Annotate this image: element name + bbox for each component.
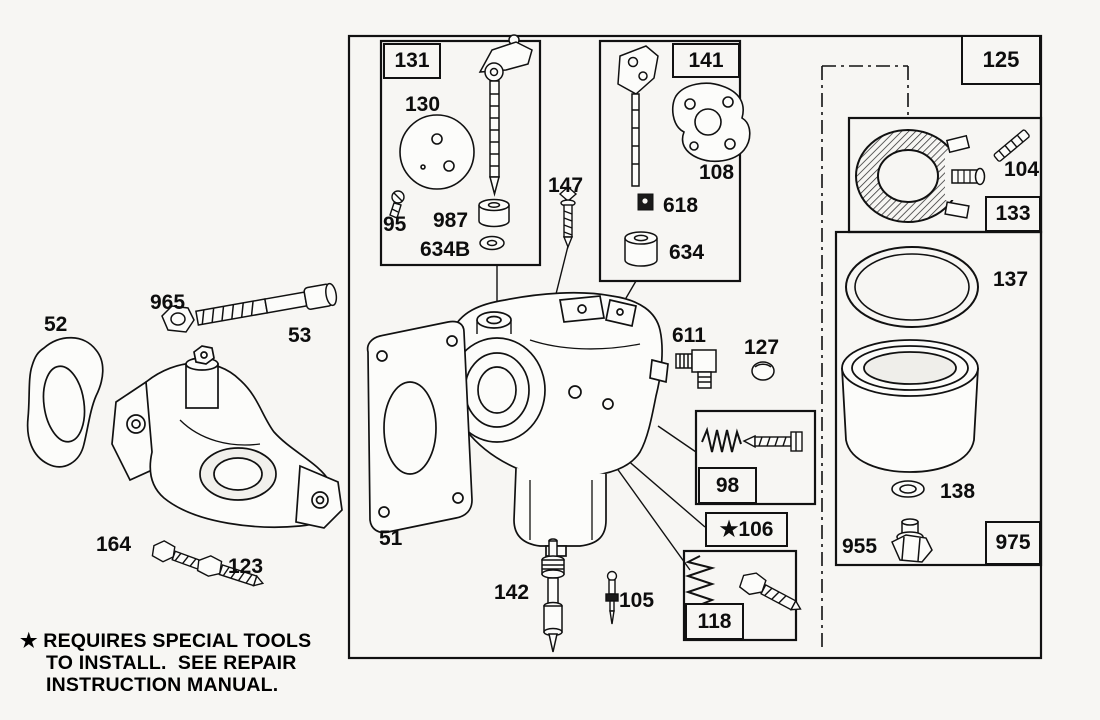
part-label-634B: 634B bbox=[420, 238, 471, 261]
part-label-955: 955 bbox=[842, 535, 878, 558]
fitting-611 bbox=[675, 349, 717, 389]
float-bowl bbox=[841, 339, 979, 473]
part-label-975: 975 bbox=[985, 521, 1041, 565]
bolt-53 bbox=[195, 282, 338, 326]
gasket-51 bbox=[366, 320, 473, 534]
part-label-634: 634 bbox=[669, 241, 705, 264]
footnote-line-3: INSTRUCTION MANUAL. bbox=[46, 674, 279, 696]
part-label-51: 51 bbox=[379, 527, 403, 550]
footnote-line-1: ★ REQUIRES SPECIAL TOOLS bbox=[20, 630, 312, 652]
part-label-138: 138 bbox=[940, 480, 976, 503]
part-label-52: 52 bbox=[44, 313, 68, 336]
screw-95 bbox=[389, 190, 405, 219]
part-label-611: 611 bbox=[672, 324, 706, 347]
air-vane-part bbox=[855, 129, 997, 223]
part-label-125: 125 bbox=[961, 35, 1041, 85]
dash-dot-connector bbox=[821, 65, 909, 650]
part-label-142: 142 bbox=[494, 581, 530, 604]
nut-965 bbox=[161, 305, 195, 333]
special-tools-footnote: ★ REQUIRES SPECIAL TOOLS TO INSTALL. SEE… bbox=[20, 630, 311, 696]
part-label-141: 141 bbox=[672, 43, 740, 78]
washer-634B bbox=[479, 235, 505, 251]
part-label-98: 98 bbox=[698, 467, 757, 504]
part-label-987: 987 bbox=[433, 209, 469, 232]
part-label-133: 133 bbox=[985, 196, 1041, 232]
diaphragm-130 bbox=[399, 114, 475, 190]
screw-118 bbox=[738, 572, 802, 611]
plug-127 bbox=[751, 361, 775, 381]
bowl-gasket-137 bbox=[845, 246, 979, 328]
part-label-53: 53 bbox=[288, 324, 312, 347]
throttle-shaft-141 bbox=[617, 45, 659, 187]
intake-manifold-164 bbox=[111, 345, 343, 529]
gasket-52 bbox=[26, 336, 104, 468]
part-label-104: 104 bbox=[1004, 158, 1040, 181]
part-label-105: 105 bbox=[619, 589, 655, 612]
cylinder-634 bbox=[624, 231, 658, 267]
footnote-line-2: TO INSTALL. SEE REPAIR bbox=[46, 652, 297, 674]
box-131 bbox=[379, 39, 542, 267]
spring-118 bbox=[684, 555, 716, 607]
carburetor-body bbox=[443, 291, 669, 557]
washer-138 bbox=[891, 480, 925, 498]
part-label-108: 108 bbox=[699, 161, 735, 184]
frame-boxes bbox=[347, 34, 1043, 660]
part-label-127: 127 bbox=[744, 336, 780, 359]
spring-98 bbox=[701, 426, 742, 453]
pin-104 bbox=[993, 129, 1030, 162]
part-label-965: 965 bbox=[150, 291, 186, 314]
box-98 bbox=[694, 409, 817, 506]
part-label-106: ★106 bbox=[705, 512, 788, 547]
part-label-164: 164 bbox=[96, 533, 132, 556]
needle-valve-assembly-131 bbox=[478, 34, 533, 197]
part-label-137: 137 bbox=[993, 268, 1029, 291]
box-975 bbox=[834, 230, 1043, 567]
screw-147 bbox=[558, 186, 578, 249]
part-label-131: 131 bbox=[383, 43, 441, 79]
box-118 bbox=[682, 549, 798, 642]
screw-98 bbox=[742, 431, 803, 452]
part-label-95: 95 bbox=[383, 213, 407, 236]
bushing-987 bbox=[478, 198, 510, 228]
gasket-108 bbox=[671, 82, 751, 163]
bowl-bolt-955 bbox=[891, 518, 933, 563]
part-label-123: 123 bbox=[228, 555, 264, 578]
part-label-118: 118 bbox=[685, 603, 744, 640]
part-label-147: 147 bbox=[548, 174, 584, 197]
nozzle-tube-142 bbox=[541, 538, 565, 653]
box-141 bbox=[598, 39, 742, 283]
clip-618 bbox=[637, 193, 654, 211]
needle-105 bbox=[605, 570, 619, 625]
screw-123 bbox=[196, 555, 265, 587]
part-label-618: 618 bbox=[663, 194, 699, 217]
part-label-130: 130 bbox=[405, 93, 441, 116]
